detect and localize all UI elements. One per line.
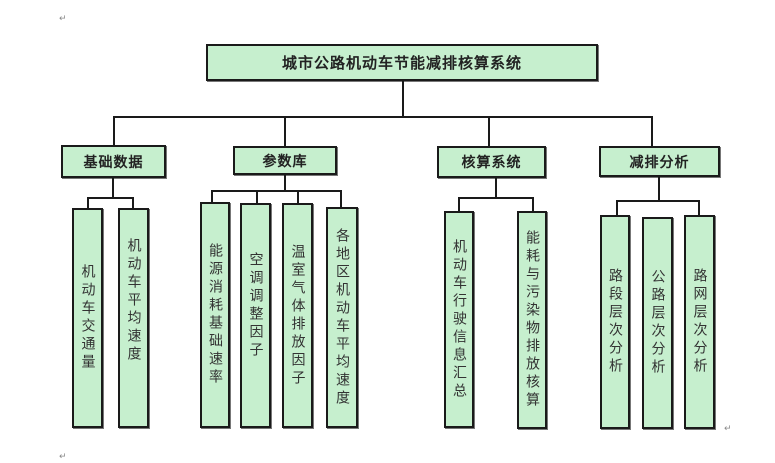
leaf-label: 各地区机动车平均速度 (334, 227, 350, 408)
paragraph-mark: ↵ (59, 452, 67, 462)
connector (87, 197, 134, 199)
category-node-basic-data: 基础数据 (61, 145, 166, 178)
leaf-node: 机动车交通量 (72, 208, 103, 428)
connector (488, 116, 490, 146)
leaf-label: 公路层次分析 (649, 269, 666, 377)
connector (113, 116, 653, 118)
leaf-node: 路段层次分析 (600, 215, 630, 429)
leaf-label: 路段层次分析 (607, 268, 623, 376)
connector (616, 200, 618, 216)
category-label: 核算系统 (461, 155, 522, 171)
leaf-label: 路网层次分析 (691, 268, 708, 376)
leaf-label: 机动车交通量 (79, 264, 96, 372)
leaf-node: 机动车行驶信息汇总 (444, 211, 474, 428)
connector (532, 197, 534, 212)
paragraph-mark: ↵ (724, 424, 732, 434)
connector (616, 200, 700, 202)
connector (113, 116, 115, 146)
connector (651, 116, 653, 146)
connector (495, 178, 497, 199)
leaf-node: 公路层次分析 (642, 217, 673, 429)
connector (698, 200, 700, 216)
connector (284, 116, 286, 146)
connector (340, 190, 342, 208)
leaf-node: 路网层次分析 (684, 215, 715, 429)
connector (132, 197, 134, 209)
connector (112, 178, 114, 199)
leaf-node: 各地区机动车平均速度 (326, 207, 358, 428)
leaf-label: 能源消耗基础速率 (207, 243, 223, 387)
leaf-label: 温室气体排放因子 (289, 243, 306, 388)
connector (458, 197, 534, 199)
category-label: 减排分析 (629, 154, 690, 171)
leaf-label: 能耗与污染物排放核算 (524, 230, 540, 410)
connector (284, 175, 286, 192)
category-node-accounting-system: 核算系统 (437, 146, 546, 178)
connector (297, 190, 299, 204)
connector (87, 197, 89, 209)
root-node-label: 城市公路机动车节能减排核算系统 (281, 54, 522, 72)
category-label: 基础数据 (83, 154, 144, 171)
paragraph-mark: ↵ (59, 14, 67, 24)
root-node: 城市公路机动车节能减排核算系统 (206, 44, 598, 81)
connector (458, 197, 460, 212)
leaf-label: 机动车行驶信息汇总 (451, 238, 467, 401)
connector (211, 190, 213, 203)
connector (658, 177, 660, 202)
category-label: 参数库 (262, 153, 308, 170)
connector (211, 190, 342, 192)
leaf-node: 温室气体排放因子 (282, 203, 313, 428)
leaf-label: 空调调整因子 (247, 251, 264, 360)
leaf-label: 机动车平均速度 (125, 238, 142, 364)
leaf-node: 机动车平均速度 (118, 208, 149, 428)
leaf-node: 能源消耗基础速率 (200, 202, 230, 428)
category-node-reduction-analysis: 减排分析 (599, 146, 720, 177)
connector (402, 81, 404, 117)
category-node-parameter-library: 参数库 (233, 146, 337, 175)
leaf-node: 空调调整因子 (240, 203, 271, 428)
connector (256, 190, 258, 204)
leaf-node: 能耗与污染物排放核算 (517, 211, 547, 429)
